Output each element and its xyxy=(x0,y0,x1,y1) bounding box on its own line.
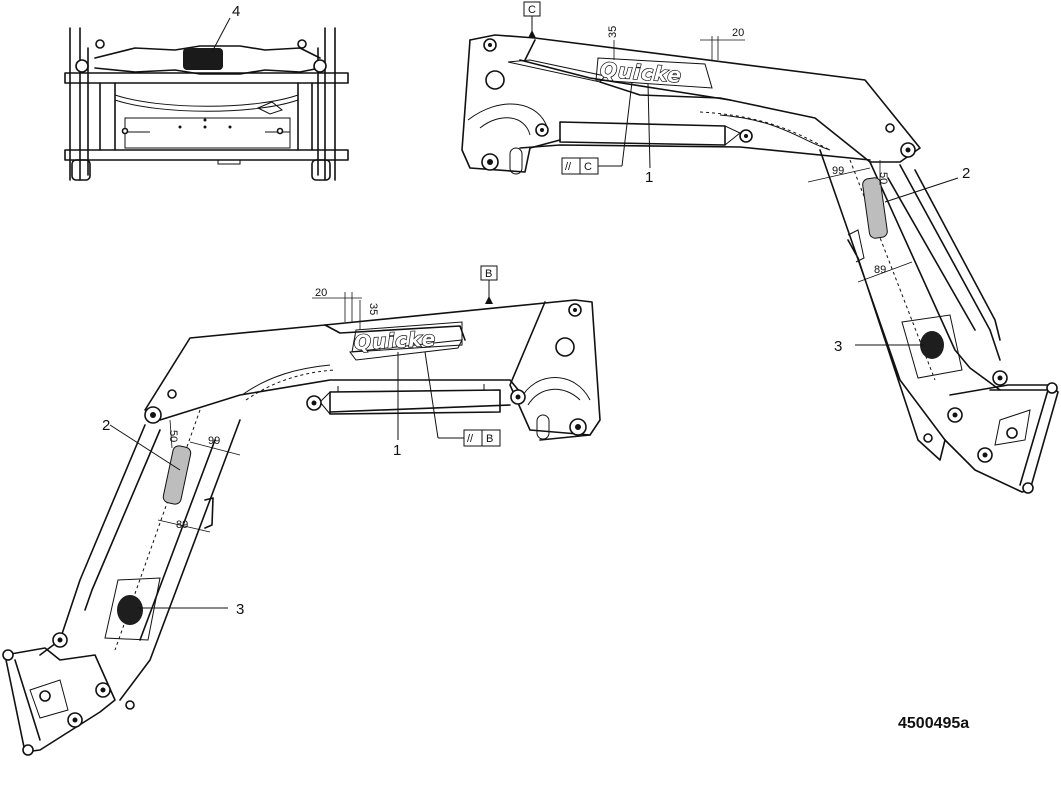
left-arm-logo-plate xyxy=(351,321,463,353)
left-arm-decal-2 xyxy=(162,445,192,505)
left-loader-arm: Quicke xyxy=(2,299,601,756)
datum-c-label: C xyxy=(528,4,536,16)
dim-89-right: 89 xyxy=(874,264,886,276)
dim-89-left: 89 xyxy=(176,519,188,531)
dim-20-left: 20 xyxy=(315,287,327,299)
dim-35-right: 35 xyxy=(607,26,619,38)
dim-50-right: 50 xyxy=(877,172,889,184)
right-loader-arm: Quicke xyxy=(461,34,1059,494)
parallelism-c: // C xyxy=(561,81,633,175)
parallelism-b-label: B xyxy=(486,433,493,445)
right-arm-decal-2 xyxy=(862,177,888,239)
callout-4: 4 xyxy=(232,3,240,20)
leader-4 xyxy=(211,17,231,53)
right-arm-logo-plate xyxy=(595,57,713,89)
dim-35-left: 35 xyxy=(367,303,379,315)
parallelism-c-label: C xyxy=(584,161,592,173)
dim-99-right: 99 xyxy=(832,165,844,177)
parallelism-c-symbol: // xyxy=(565,161,572,173)
right-arm-dims: 20 35 99 50 89 xyxy=(607,26,913,283)
parallelism-b-symbol: // xyxy=(467,433,474,445)
dim-50-left: 50 xyxy=(167,430,179,442)
callout-3-left: 3 xyxy=(236,601,244,618)
right-arm-joystick-knob xyxy=(920,331,944,359)
parallelism-b: // B xyxy=(424,351,501,447)
drawing-number: 4500495a xyxy=(898,715,969,732)
datum-b-label: B xyxy=(485,268,492,280)
leader-2-left xyxy=(109,424,181,471)
frame-decal xyxy=(183,48,223,70)
dim-20-right: 20 xyxy=(732,27,744,39)
front-view-frame xyxy=(64,27,349,181)
leader-1-right xyxy=(647,83,651,169)
dim-99-left: 99 xyxy=(208,435,220,447)
datum-b: B xyxy=(480,265,498,304)
right-arm-logo: Quicke xyxy=(599,58,683,88)
left-arm-joystick-knob xyxy=(117,595,143,625)
leader-2-right xyxy=(884,177,959,203)
callout-1-right: 1 xyxy=(645,169,653,186)
callout-2-left: 2 xyxy=(102,417,110,434)
callout-2-right: 2 xyxy=(962,165,970,182)
datum-c: C xyxy=(523,1,541,38)
callout-3-right: 3 xyxy=(834,338,842,355)
callout-1-left: 1 xyxy=(393,442,401,459)
left-arm-dims: 20 35 50 99 89 xyxy=(157,287,379,533)
left-arm-logo: Quicke xyxy=(353,326,436,354)
